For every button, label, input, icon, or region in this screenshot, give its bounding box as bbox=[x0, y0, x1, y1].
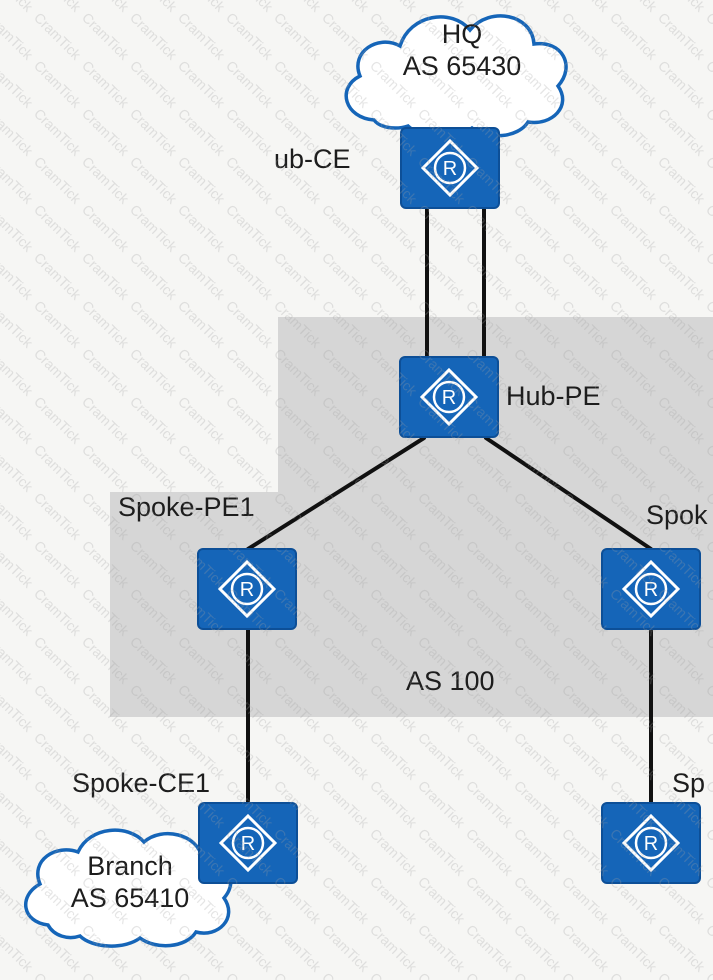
spoke-ce1-label: Spoke-CE1 bbox=[72, 768, 211, 798]
router-glyph: R bbox=[241, 833, 255, 855]
spoke-pe2-label: Spok bbox=[646, 500, 708, 530]
router-icon: R bbox=[218, 813, 278, 873]
spoke-pe1-router: R bbox=[197, 548, 297, 630]
router-glyph: R bbox=[644, 579, 658, 601]
hub-pe-label: Hub-PE bbox=[506, 381, 601, 411]
branch-name: Branch bbox=[87, 851, 173, 881]
branch-cloud-label: Branch AS 65410 bbox=[40, 850, 220, 915]
router-glyph: R bbox=[644, 833, 658, 855]
spoke-pe2-router: R bbox=[601, 548, 701, 630]
router-icon: R bbox=[621, 559, 681, 619]
branch-as-number: AS 65410 bbox=[70, 883, 190, 914]
spoke-pe1-label: Spoke-PE1 bbox=[118, 492, 255, 522]
link-hubpe-spokepe2 bbox=[484, 436, 653, 551]
spoke-ce1-router: R bbox=[198, 802, 298, 884]
spoke-ce2-router: R bbox=[601, 802, 701, 884]
link-hubpe-spokepe1 bbox=[246, 436, 426, 551]
router-glyph: R bbox=[443, 158, 457, 180]
links bbox=[246, 204, 653, 805]
router-icon: R bbox=[420, 138, 480, 198]
hq-cloud-label: HQ AS 65430 bbox=[372, 18, 552, 83]
hub-ce-label: ub-CE bbox=[274, 144, 351, 174]
routers: R R R R R R bbox=[197, 127, 701, 884]
as-100-label: AS 100 bbox=[406, 666, 495, 696]
router-icon: R bbox=[419, 367, 479, 427]
hub-ce-router: R bbox=[400, 127, 500, 209]
hub-pe-router: R bbox=[399, 356, 499, 438]
router-glyph: R bbox=[442, 387, 456, 409]
router-glyph: R bbox=[240, 579, 254, 601]
router-icon: R bbox=[621, 813, 681, 873]
hq-name: HQ bbox=[441, 19, 483, 49]
hq-as-number: AS 65430 bbox=[402, 51, 522, 82]
router-icon: R bbox=[217, 559, 277, 619]
spoke-ce2-label: Sp bbox=[672, 768, 706, 798]
